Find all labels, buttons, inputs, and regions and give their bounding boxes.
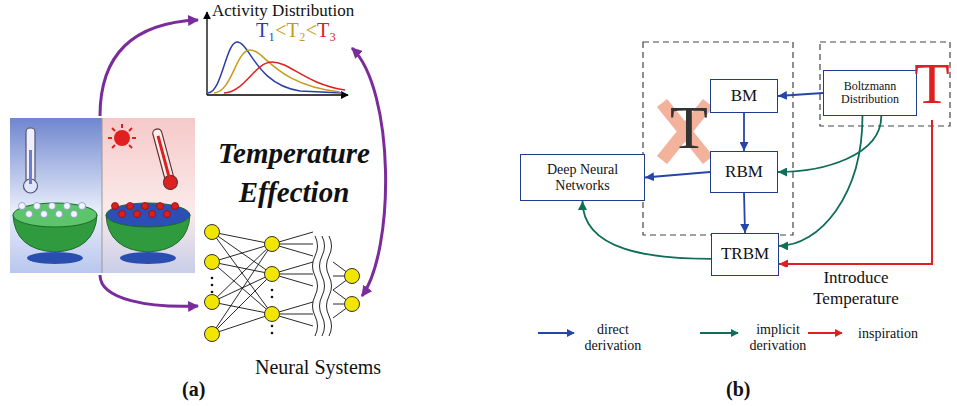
process-box: BM [710,79,778,113]
dashed-group [643,42,793,235]
connector-arrow [779,116,862,246]
process-box: Boltzmann Distribution [823,70,917,116]
node-text: Deep Neural Networks [521,162,644,193]
label-text: Temperature Effection [205,134,383,212]
legend-text: inspiration [848,326,928,342]
label-text: T₁ [256,19,275,42]
connector-arrow [779,120,932,264]
legend-line [538,332,574,334]
edge-label: Introduce Temperature [786,267,926,310]
temperature-symbol: T [913,48,951,120]
node-text: Boltzmann Distribution [824,80,916,106]
node-text: BM [731,87,757,106]
legend-line [700,332,738,334]
label-text: (a) [182,378,205,401]
label-text: Neural Systems [255,356,381,379]
process-box: Deep Neural Networks [520,154,645,201]
label-text: (b) [726,378,750,401]
process-box: RBM [710,151,778,193]
bath-illustration [10,118,195,273]
label-text: T₃ [317,19,336,42]
legend-text: implicit derivation [740,322,816,354]
temperature-order: T₁<T₂<T₃ [256,19,336,42]
node-text: TRBM [721,245,769,264]
label-text: Activity Distribution [212,1,354,21]
legend-text: direct derivation [574,322,652,354]
node-text: T [914,52,949,116]
node-text: RBM [725,163,763,182]
process-box: TRBM [711,233,779,276]
connector-arrow [583,201,712,259]
label-text: <T₂< [275,19,317,42]
connector-arrow [778,93,823,96]
purple-arrows [100,20,386,306]
neural-network [205,225,360,342]
dashed-group [820,42,950,126]
label-text: T [670,92,708,163]
connector-arrow [744,193,745,233]
connector-arrow [645,172,710,178]
legend-line [808,332,842,334]
connector-arrow [743,113,745,151]
connector-arrow [778,116,881,172]
activity-graph [207,12,348,95]
